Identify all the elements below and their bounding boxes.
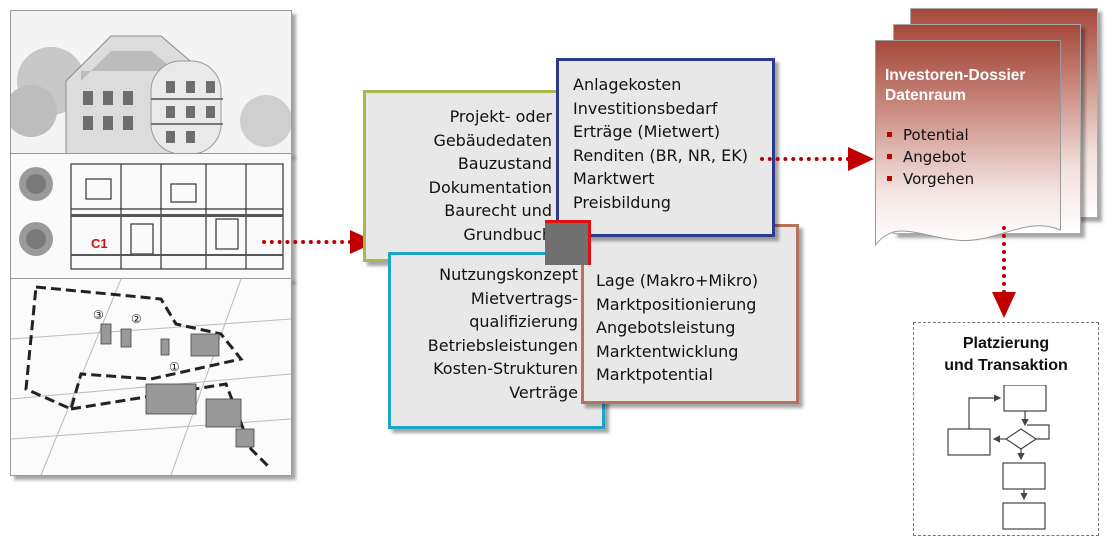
- project-line-5: Baurecht und: [444, 201, 552, 220]
- financials-line-1: Anlagekosten: [573, 75, 682, 94]
- project-line-4: Dokumentation: [428, 177, 552, 197]
- market-line-1: Lage (Makro+Mikro): [596, 271, 759, 290]
- financials-line-5: Marktwert: [573, 169, 655, 188]
- floor-plan-drawing: C1: [11, 154, 291, 279]
- arrow-data-to-dossier: [760, 157, 850, 161]
- market-line-3: Angebotsleistung: [596, 318, 736, 337]
- dossier-front-shape: [875, 40, 1061, 247]
- arrow-dossier-to-placement: [1002, 226, 1006, 294]
- market-line-2: Marktpositionierung: [596, 294, 757, 314]
- site-marker-2: ②: [131, 312, 142, 326]
- utilization-line-4: Betriebsleistungen: [427, 335, 578, 355]
- flowchart-icon: [947, 385, 1050, 530]
- site-marker-1: ①: [169, 360, 180, 374]
- financials-line-4: Renditen (BR, NR, EK): [573, 145, 748, 165]
- financials-line-2: Investitionsbedarf: [573, 98, 718, 118]
- financials-line-3: Erträge (Mietwert): [573, 122, 721, 141]
- dossier-title-line2: Datenraum: [885, 87, 966, 104]
- market-line-4: Marktentwicklung: [596, 341, 739, 361]
- dossier-bullet-1: Potential: [887, 124, 974, 146]
- utilization-line-3: qualifizierung: [469, 312, 578, 331]
- utilization-line-5: Kosten-Strukturen: [433, 359, 578, 378]
- site-marker-3: ③: [93, 308, 104, 322]
- site-plan-drawing: ③ ② ①: [11, 279, 291, 475]
- financials-line-6: Preisbildung: [573, 192, 671, 212]
- dossier-bullet-3: Vorgehen: [887, 168, 974, 190]
- box-financials: Anlagekosten Investitionsbedarf Erträge …: [556, 58, 775, 237]
- project-line-1: Projekt- oder: [449, 107, 552, 126]
- arrow-head-dossier-to-placement: [992, 292, 1016, 318]
- utilization-line-6: Verträge: [509, 382, 578, 402]
- project-line-6: Grundbuch: [463, 224, 552, 244]
- project-line-2: Gebäudedaten: [433, 130, 552, 150]
- arrow-head-data-to-dossier: [848, 147, 874, 171]
- placement-title-line1: Platzierung: [962, 335, 1050, 352]
- market-line-5: Marktpotential: [596, 365, 713, 384]
- utilization-line-1: Nutzungskonzept: [439, 265, 578, 284]
- building-photo: [10, 10, 292, 155]
- dossier-bullet-list: Potential Angebot Vorgehen: [887, 124, 974, 190]
- utilization-line-2: Mietvertrags-: [470, 288, 578, 308]
- site-plan: ③ ② ①: [10, 278, 292, 476]
- dossier-sheet-front: Investoren-Dossier Datenraum Potential A…: [875, 40, 1061, 258]
- dossier-bullet-2: Angebot: [887, 146, 974, 168]
- project-line-3: Bauzustand: [457, 154, 552, 173]
- intersection-square: [545, 220, 591, 265]
- placement-box: Platzierung und Transaktion: [913, 322, 1099, 536]
- building-illustration: [11, 11, 291, 154]
- box-utilization: Nutzungskonzept Mietvertrags- qualifizie…: [388, 252, 605, 429]
- arrow-plans-to-data: [262, 240, 352, 244]
- floor-plan: C1: [10, 153, 292, 280]
- placement-title-line2: und Transaktion: [944, 357, 1068, 374]
- box-market: Lage (Makro+Mikro) Marktpositionierung A…: [581, 224, 799, 404]
- floor-plan-label: C1: [91, 236, 108, 251]
- dossier-title-line1: Investoren-Dossier: [885, 67, 1026, 84]
- box-project-data: Projekt- oder Gebäudedaten Bauzustand Do…: [363, 90, 579, 262]
